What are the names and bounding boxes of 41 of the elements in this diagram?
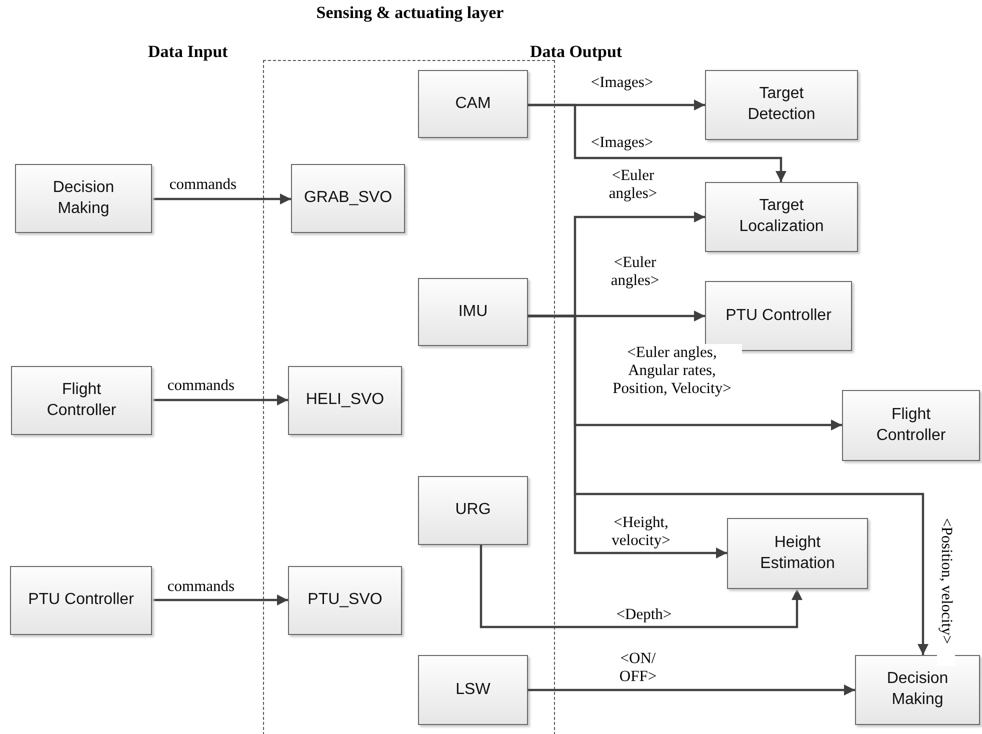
box-label: Flight Controller — [46, 380, 118, 420]
box-label: Target Localization — [738, 196, 825, 237]
process-box — [418, 278, 528, 346]
box-label: Decision Making — [52, 178, 116, 218]
arrow — [152, 194, 291, 204]
arrow — [528, 314, 928, 655]
process-box — [705, 182, 858, 252]
layer-heading: Sensing & actuating layer — [315, 2, 505, 24]
arrow — [528, 104, 786, 182]
arrow — [152, 594, 288, 606]
process-box — [855, 655, 980, 725]
box-label: PTU_SVO — [306, 590, 384, 610]
box-label: Decision Making — [886, 669, 950, 710]
box-label: URG — [454, 500, 492, 520]
process-box — [418, 476, 528, 545]
box-label: Height Estimation — [759, 532, 836, 574]
process-box — [418, 70, 528, 138]
box-label: Flight Controller — [875, 404, 947, 446]
box-label: Target Detection — [746, 84, 816, 125]
column-heading: Data Output — [530, 42, 622, 62]
box-label: HELI_SVO — [304, 390, 386, 410]
box-label: GRAB_SVO — [302, 188, 394, 208]
box-label: IMU — [457, 302, 489, 322]
process-box — [10, 566, 152, 635]
arrow — [528, 684, 855, 696]
arrow — [480, 545, 802, 628]
process-box — [15, 164, 152, 233]
box-label: LSW — [454, 680, 492, 700]
arrow — [152, 394, 288, 406]
process-box — [288, 366, 402, 435]
process-box — [842, 390, 980, 461]
process-box — [11, 366, 152, 435]
process-box — [418, 655, 528, 725]
process-box — [705, 70, 858, 140]
box-label: PTU Controller — [724, 306, 832, 326]
box-label: PTU Controller — [27, 590, 135, 610]
process-box — [288, 566, 402, 635]
column-heading: Data Input — [148, 42, 228, 62]
process-box — [727, 518, 868, 589]
process-box — [291, 164, 405, 233]
box-label: CAM — [454, 94, 492, 114]
